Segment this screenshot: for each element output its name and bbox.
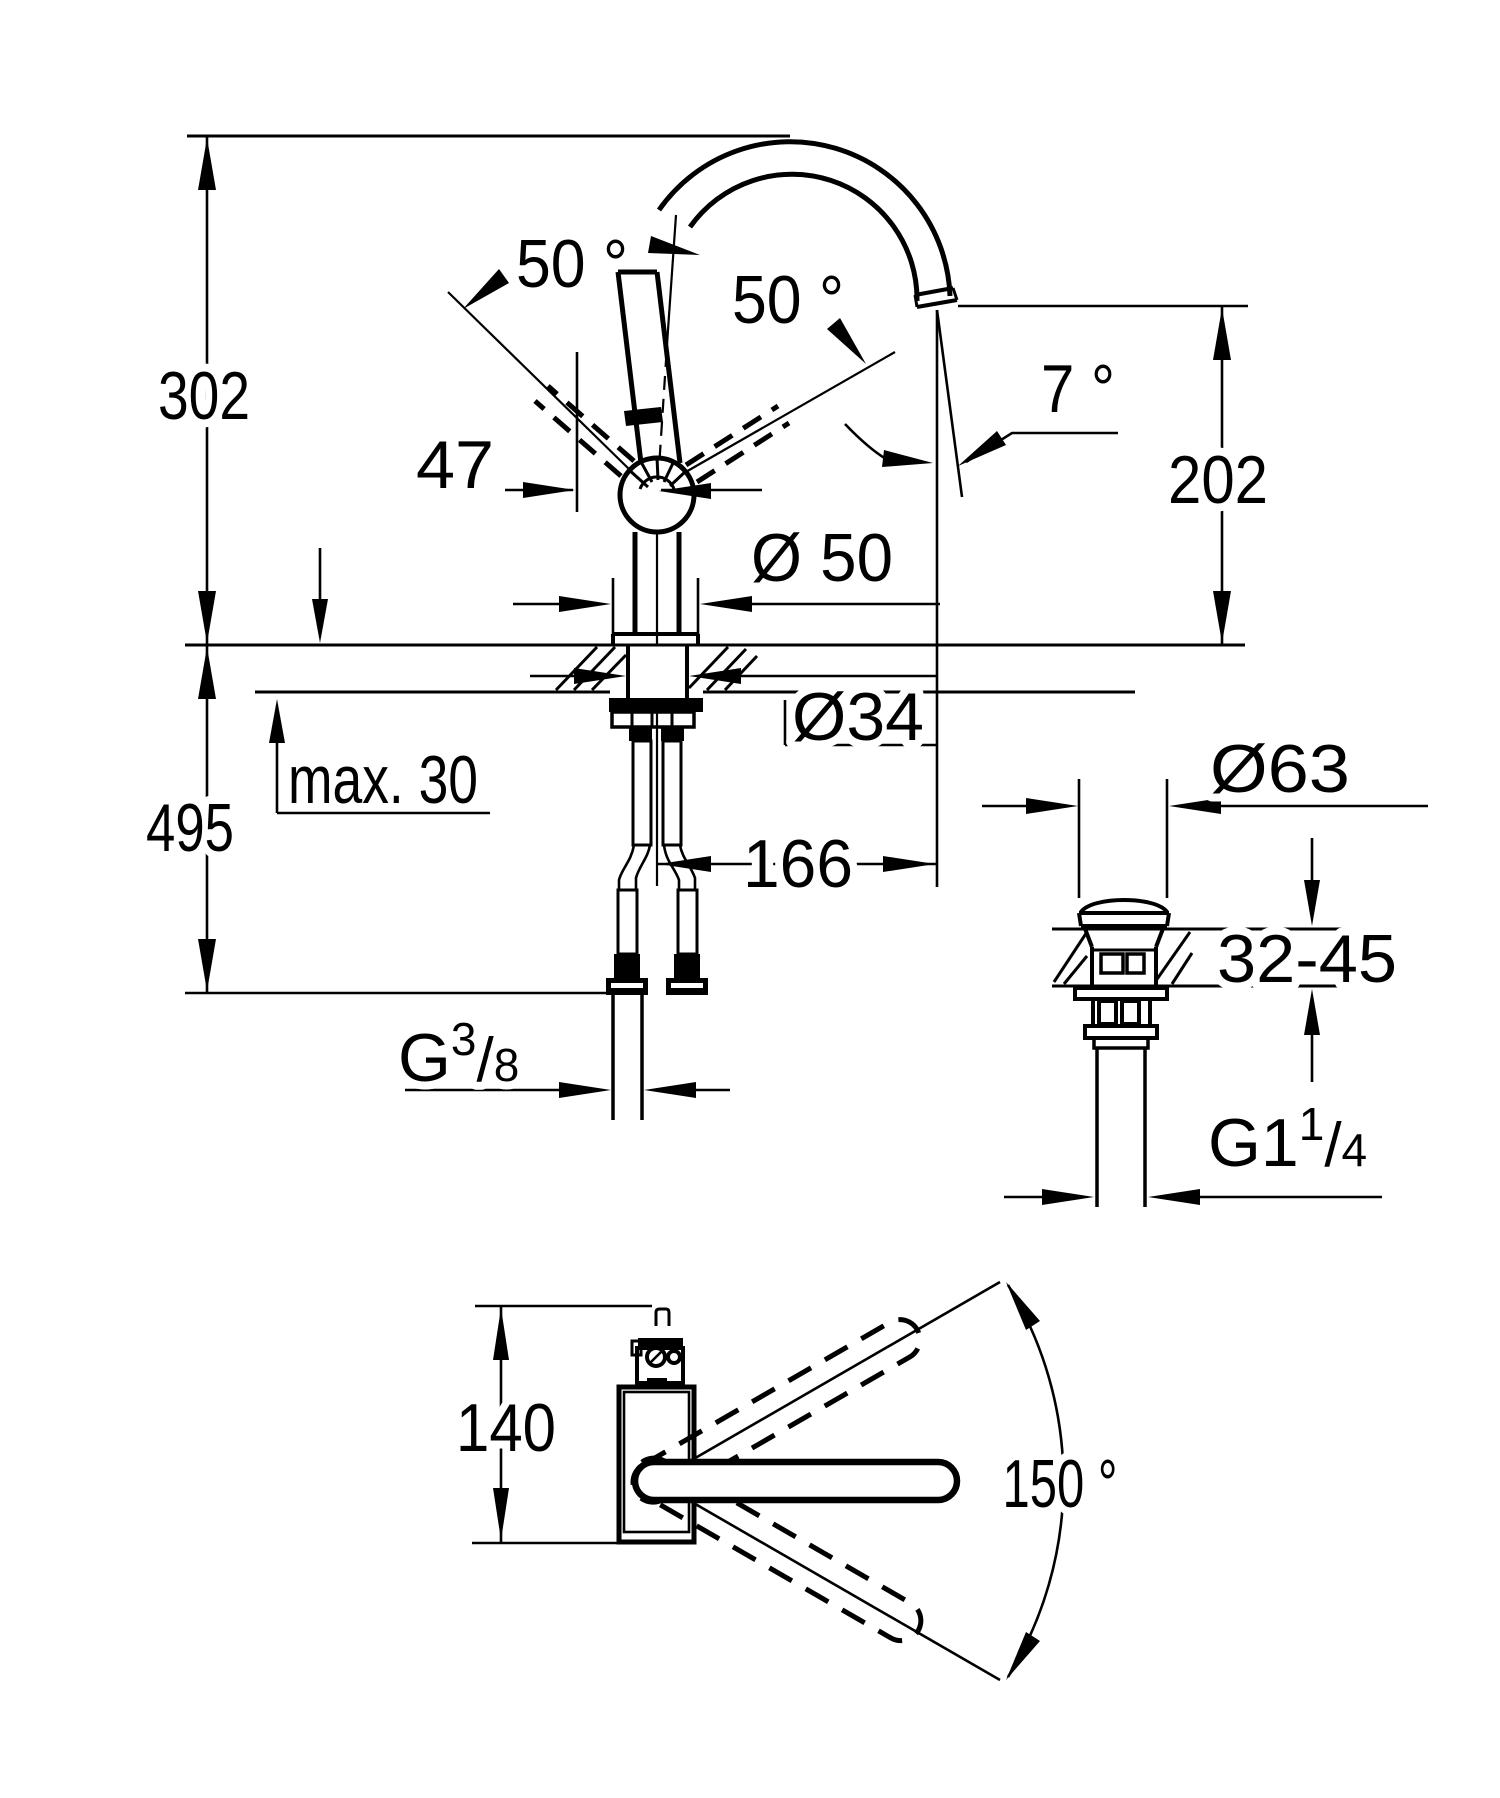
- angle-50-right-label: 50 °: [732, 262, 844, 338]
- dimension-body-depth: 140: [448, 1306, 564, 1543]
- supply-pipe: [611, 995, 644, 1120]
- dimension-handle-tilt-right: 50 °: [724, 254, 866, 364]
- mounting-hardware: [609, 698, 703, 741]
- dim-32-45-label: 32-45: [1217, 921, 1397, 997]
- dim-47-label: 47: [416, 427, 494, 503]
- dimension-spout-reach: 166: [657, 818, 937, 910]
- dim-302-label: 302: [158, 358, 250, 434]
- dimension-max-deck-thickness: max. 30: [269, 548, 490, 826]
- angle-7-arc-arrowhead: [882, 450, 933, 467]
- dim-dia50-label: Ø 50: [751, 520, 893, 596]
- dim-495-label: 495: [146, 790, 234, 866]
- dimension-deck-thickness-range: 32-45: [1209, 838, 1405, 1082]
- top-plan-view: 140: [448, 1280, 1126, 1682]
- handle-grip-mark: [624, 407, 663, 426]
- angle-7-label: 7 °: [1041, 351, 1115, 427]
- dim-max30-label: max. 30: [288, 742, 478, 818]
- pivot-knurl-detail: [626, 456, 688, 490]
- spout-tip-mark: [654, 1307, 671, 1326]
- dimension-height-below-deck: 495: [138, 645, 242, 993]
- spout-nozzle: [913, 286, 959, 309]
- dimension-handle-tilt-left: 50 °: [463, 218, 700, 310]
- top-reference-lines: [472, 1304, 671, 1545]
- faucet-body: [611, 532, 700, 698]
- angle-150-label: 150 °: [1003, 1446, 1118, 1522]
- dimension-plug-diameter: Ø63: [982, 723, 1428, 898]
- dimension-spout-outlet-height: 202: [1160, 306, 1276, 645]
- dim-dia34-label: Ø34: [792, 679, 924, 755]
- dim-140-label: 140: [456, 1390, 556, 1466]
- top-ghost-levers: [630, 1280, 1001, 1682]
- ghost-lever-right: [684, 403, 791, 485]
- angle-7-leader-arrowhead: [958, 431, 1006, 466]
- spout-arch: [656, 139, 959, 309]
- dim-dia63-label: Ø63: [1210, 731, 1350, 807]
- dimension-handle-projection: 47: [408, 352, 762, 512]
- dimension-height-above-deck: 302: [150, 136, 258, 645]
- dim-202-label: 202: [1168, 442, 1268, 518]
- waste-detail-view: Ø63 32-45 G11/4: [982, 723, 1428, 1207]
- handle-lever: [615, 269, 683, 464]
- dimension-swivel-range: 150 °: [995, 1282, 1126, 1680]
- waste-plug-cap: [1077, 898, 1171, 928]
- dimension-shank-diameter: Ø34: [530, 668, 937, 763]
- main-side-view: 302 495 max. 30 47: [138, 134, 1276, 1120]
- outlet-angle-construction: [844, 309, 1118, 887]
- reference-lines: [185, 134, 1248, 995]
- supply-hoses: [606, 698, 708, 1120]
- basin-hatching: [1052, 931, 1194, 985]
- hose-end-connectors: [606, 954, 708, 995]
- ghost-lever-left: [533, 384, 636, 478]
- top-spout-fitting: [630, 1338, 685, 1386]
- angle-50-left-label: 50 °: [516, 226, 628, 302]
- top-lever: [631, 1458, 961, 1504]
- dimension-base-diameter: Ø 50: [513, 512, 940, 634]
- waste-body: [1073, 925, 1169, 1207]
- dim-166-label: 166: [743, 826, 853, 902]
